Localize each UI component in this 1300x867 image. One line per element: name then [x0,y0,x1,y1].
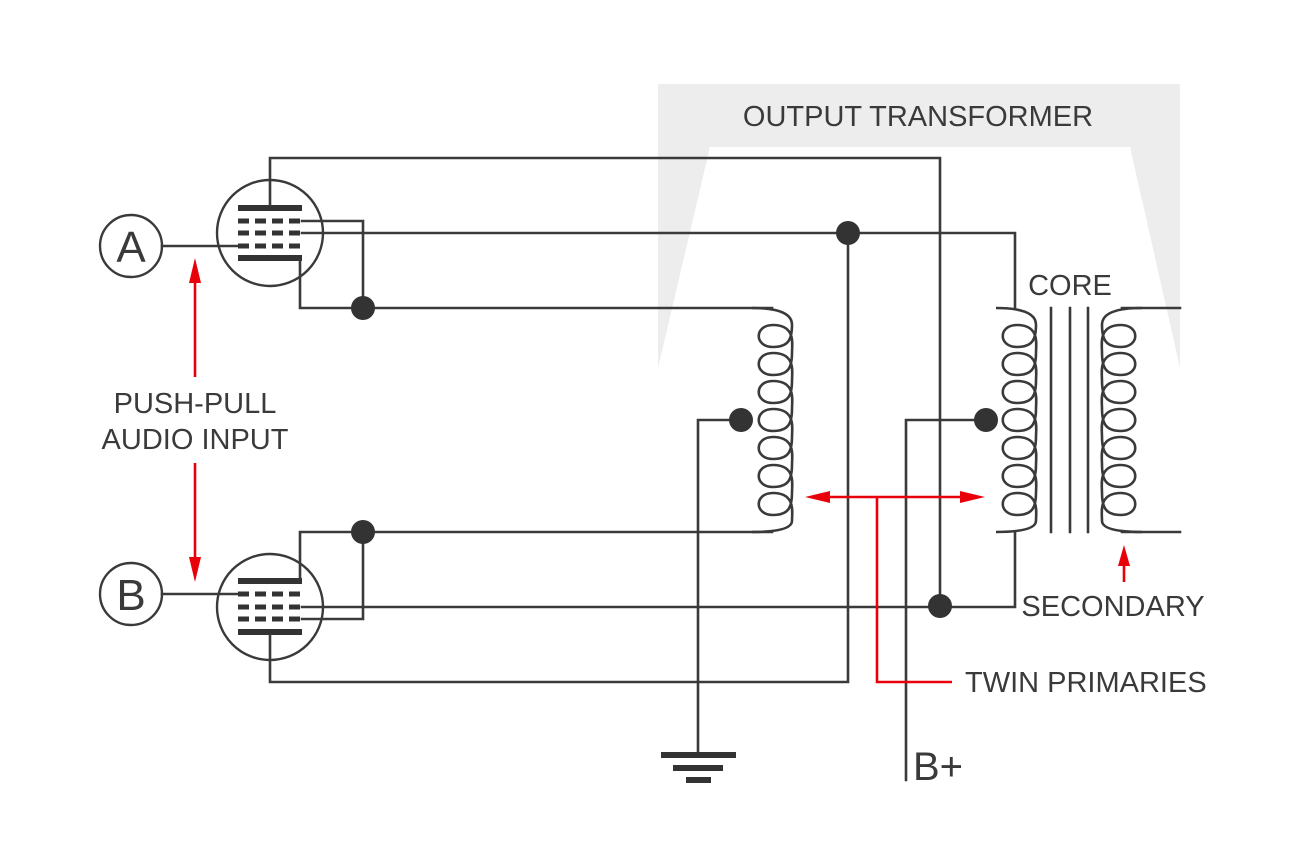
arrow-left-icon [805,491,830,503]
primary-left-coil [751,306,794,534]
secondary-coil [1100,306,1143,534]
wiring [160,156,1182,782]
output-transformer-region [658,84,1180,368]
center-tap-dot-left [729,408,753,432]
tube-b-plate [238,629,302,635]
core-label: CORE [1028,270,1112,302]
arrow-down-icon [189,557,201,582]
push-pull-label-1: PUSH-PULL [114,388,277,420]
coils [751,306,1143,534]
wire-bplus-tap [904,418,988,782]
twin-primaries-annotation: TWIN PRIMARIES [805,491,1207,699]
b-plus-label: B+ [913,745,963,789]
junction-dot [351,296,375,320]
secondary-label: SECONDARY [1021,591,1204,623]
output-transformer-label: OUTPUT TRANSFORMER [743,101,1093,133]
tube-a-plate [238,205,302,211]
wire-b-cathode [298,530,774,580]
ground-icon [661,752,736,783]
primary-right-coil [995,306,1038,534]
transformer-core [1049,306,1090,534]
input-b-label: B [116,571,145,620]
wire-plate-b [268,231,850,684]
arrow-up-icon [1118,545,1130,566]
tube-b-cathode [238,578,302,584]
junction-dot [928,594,952,618]
primary-left-winding [751,306,794,534]
push-pull-annotation: PUSH-PULL AUDIO INPUT [102,258,289,582]
secondary-annotation: SECONDARY [1021,545,1205,623]
arrow-right-icon [960,491,985,503]
wire-b-screen [300,530,1017,609]
arrow-up-icon [189,258,201,283]
wire-a-grid1 [300,219,365,310]
input-b: B [98,561,164,627]
wire-plate-a [268,156,942,608]
twin-leader-line [875,497,952,684]
twin-primaries-label: TWIN PRIMARIES [965,667,1207,699]
center-tap-dot-right [974,408,998,432]
input-a: A [98,213,164,279]
primary-right-winding [995,306,1038,534]
junction-dot [351,520,375,544]
input-a-label: A [116,223,146,272]
push-pull-label-2: AUDIO INPUT [102,424,289,456]
secondary-winding [1100,306,1143,534]
wire-b-grid3 [300,530,365,621]
tube-a-cathode [238,255,302,261]
wire-a-screen [300,231,1017,310]
wire-ground-tap [696,418,743,757]
wire-a-cathode [298,259,774,310]
junctions [351,221,998,618]
junction-dot [836,221,860,245]
